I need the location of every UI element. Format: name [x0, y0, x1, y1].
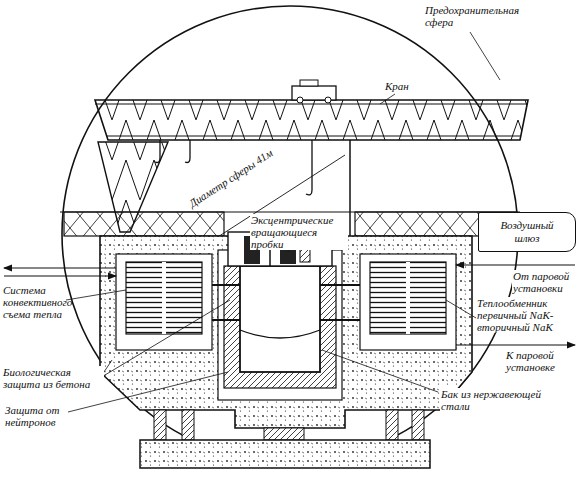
part-label: Диаметр сферы 41м: [186, 146, 276, 210]
box-text: Воздушный шлюз: [487, 219, 567, 245]
part-label: Бак из нержавеющей стали: [440, 388, 554, 412]
part-label: Кран: [384, 80, 410, 92]
part-label: Система конвективного съема тепла: [2, 284, 66, 320]
part-label: Предохранительная сфера: [424, 4, 536, 28]
part-label: Биологическая защита из бетона: [2, 366, 104, 390]
part-label: К паровой установке: [505, 349, 577, 373]
air-lock-box: Воздушный шлюз: [478, 212, 576, 252]
part-label: Эксцентрические вращающиеся пробки: [250, 214, 348, 250]
part-label: От паровой установки: [512, 270, 578, 294]
part-label: Защита от нейтронов: [4, 404, 68, 428]
part-label: Теплообменник первичный NaK-вторичный Na…: [476, 297, 578, 333]
